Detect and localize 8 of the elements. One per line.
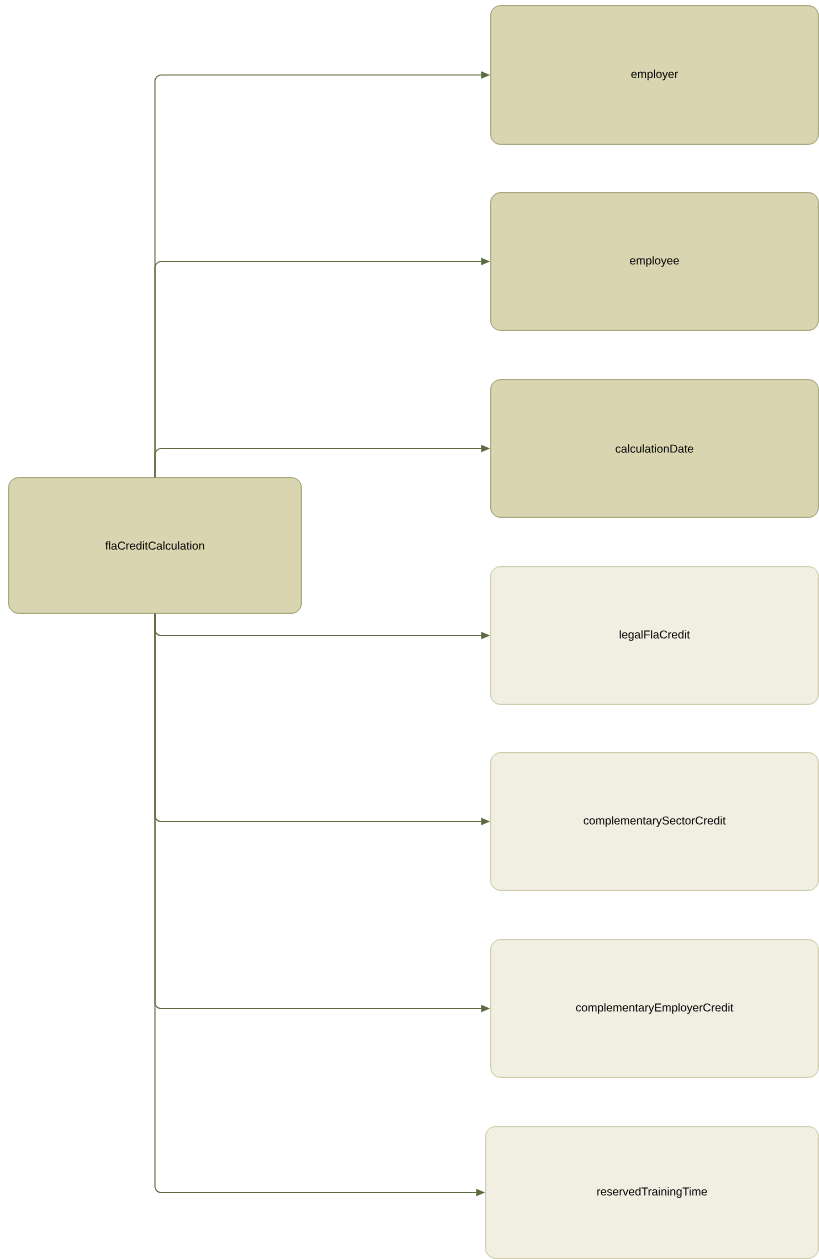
process-box: flaCreditCalculation bbox=[8, 477, 302, 614]
process-box: employee bbox=[490, 192, 819, 331]
process-box: calculationDate bbox=[490, 379, 819, 518]
process-box: complementaryEmployerCredit bbox=[490, 939, 819, 1078]
process-box: employer bbox=[490, 5, 819, 145]
process-box: legalFlaCredit bbox=[490, 566, 819, 705]
process-box: complementarySectorCredit bbox=[490, 752, 819, 891]
process-box: reservedTrainingTime bbox=[485, 1126, 819, 1259]
